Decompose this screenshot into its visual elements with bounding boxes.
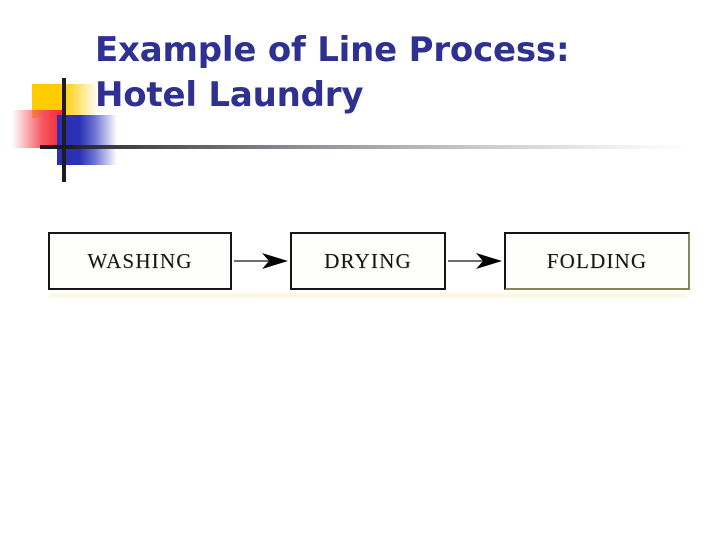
deco-yellow-square — [32, 84, 98, 118]
deco-red-square — [12, 110, 62, 148]
process-flow-diagram: WASHING DRYING FOLDING — [48, 230, 690, 300]
arrow-shaft — [234, 260, 272, 262]
process-step-washing-label: WASHING — [87, 248, 193, 273]
deco-vertical-bar — [62, 78, 66, 182]
arrow-washing-to-drying — [232, 251, 290, 271]
arrow-head-icon — [476, 253, 502, 269]
process-step-washing: WASHING — [48, 232, 232, 290]
arrow-drying-to-folding — [446, 251, 504, 271]
process-step-row: WASHING DRYING FOLDING — [48, 230, 690, 292]
process-step-folding-label: FOLDING — [546, 248, 648, 273]
page-title-line-1: Example of Line Process: — [95, 30, 570, 70]
process-step-drying: DRYING — [290, 232, 446, 290]
scan-artifact-band — [50, 292, 686, 299]
page-title: Example of Line Process: Hotel Laundry — [95, 28, 685, 118]
process-step-folding: FOLDING — [504, 232, 690, 290]
arrow-shaft — [448, 260, 486, 262]
deco-blue-square — [57, 115, 117, 165]
process-step-drying-label: DRYING — [324, 248, 412, 273]
arrow-head-icon — [262, 253, 288, 269]
page-title-line-2: Hotel Laundry — [95, 75, 364, 115]
header-divider — [60, 145, 690, 149]
